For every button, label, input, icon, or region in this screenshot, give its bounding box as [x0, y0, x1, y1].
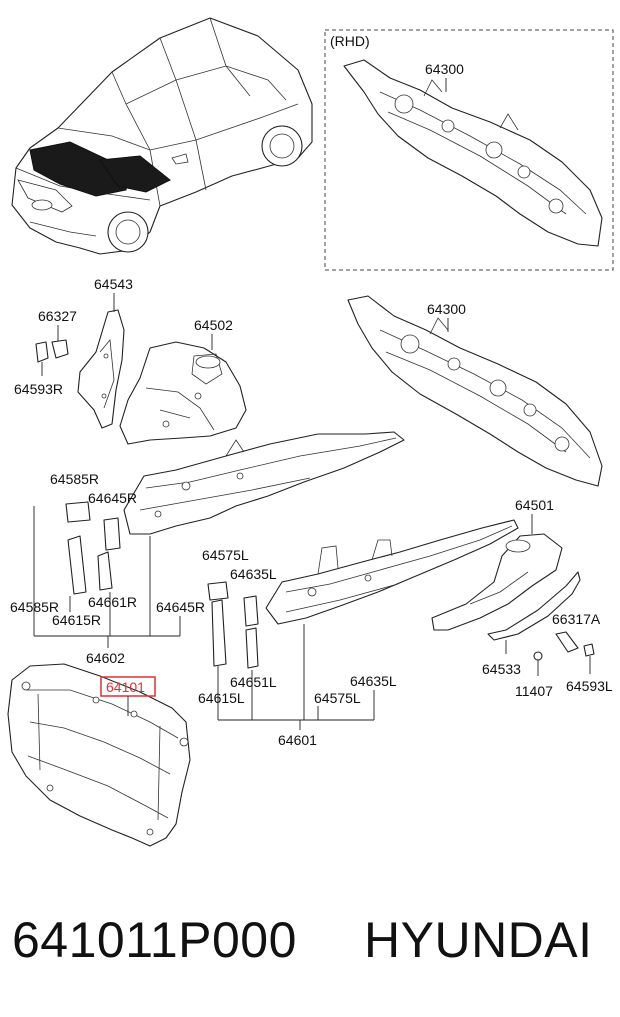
callout-66317A: 66317A [552, 611, 601, 627]
rhd-label: (RHD) [330, 33, 370, 49]
callout-64615L: 64615L [198, 690, 245, 706]
part-64585R [65, 501, 91, 523]
callout-64585R-bot: 64585R [10, 599, 59, 615]
part-64651L [245, 627, 259, 669]
part-64543 [77, 309, 125, 429]
brand-name: HYUNDAI [364, 912, 593, 968]
dash-panel-rhd [343, 59, 603, 247]
part-11407 [533, 651, 543, 676]
callout-64661R: 64661R [88, 594, 137, 610]
callout-66327: 66327 [38, 308, 77, 324]
part-64593R [35, 341, 49, 363]
rhd-box [324, 29, 614, 271]
callout-64575L-top: 64575L [202, 547, 249, 563]
callout-64635L-bot: 64635L [350, 673, 397, 689]
callout-64501: 64501 [515, 497, 554, 513]
part-number: 641011P000 [12, 912, 297, 968]
part-64615R [67, 535, 87, 595]
part-66317A [555, 631, 579, 653]
part-64661R [97, 551, 113, 591]
callout-64651L: 64651L [230, 674, 277, 690]
callout-64645R-top: 64645R [88, 490, 137, 506]
callout-11407: 11407 [515, 683, 553, 699]
callout-64645R-bot: 64645R [156, 599, 205, 615]
callout-64601: 64601 [278, 732, 317, 748]
part-66327 [51, 339, 69, 359]
dash-panel-main [347, 295, 603, 487]
part-64645R [103, 517, 121, 551]
callout-64585R-top: 64585R [50, 471, 99, 487]
callout-64635L-top: 64635L [230, 566, 277, 582]
part-64601 [265, 519, 519, 625]
callout-64502: 64502 [194, 317, 233, 333]
part-64502 [119, 341, 247, 445]
callout-64593R: 64593R [14, 381, 63, 397]
callout-64101: 64101 [106, 679, 145, 695]
callout-64300-top: 64300 [425, 61, 464, 77]
part-64533 [487, 571, 581, 641]
callout-64300-mid: 64300 [427, 301, 466, 317]
part-64602 [123, 431, 405, 535]
callout-64543: 64543 [94, 276, 133, 292]
part-64101 [7, 663, 191, 847]
callout-64575L-bot: 64575L [314, 690, 361, 706]
part-64501 [431, 533, 563, 631]
parts-diagram: (RHD) 64300 64300 64543 66327 [7, 17, 614, 847]
callout-64602: 64602 [86, 650, 125, 666]
car-illustration [11, 17, 313, 255]
part-64593L [583, 643, 595, 657]
callout-64593L: 64593L [566, 678, 613, 694]
part-64615L [211, 599, 227, 667]
footer: 641011P000 HYUNDAI [0, 905, 620, 975]
part-64635L [243, 595, 259, 627]
callout-64615R: 64615R [52, 612, 101, 628]
callout-64533: 64533 [482, 661, 521, 677]
part-64575L [207, 581, 229, 601]
